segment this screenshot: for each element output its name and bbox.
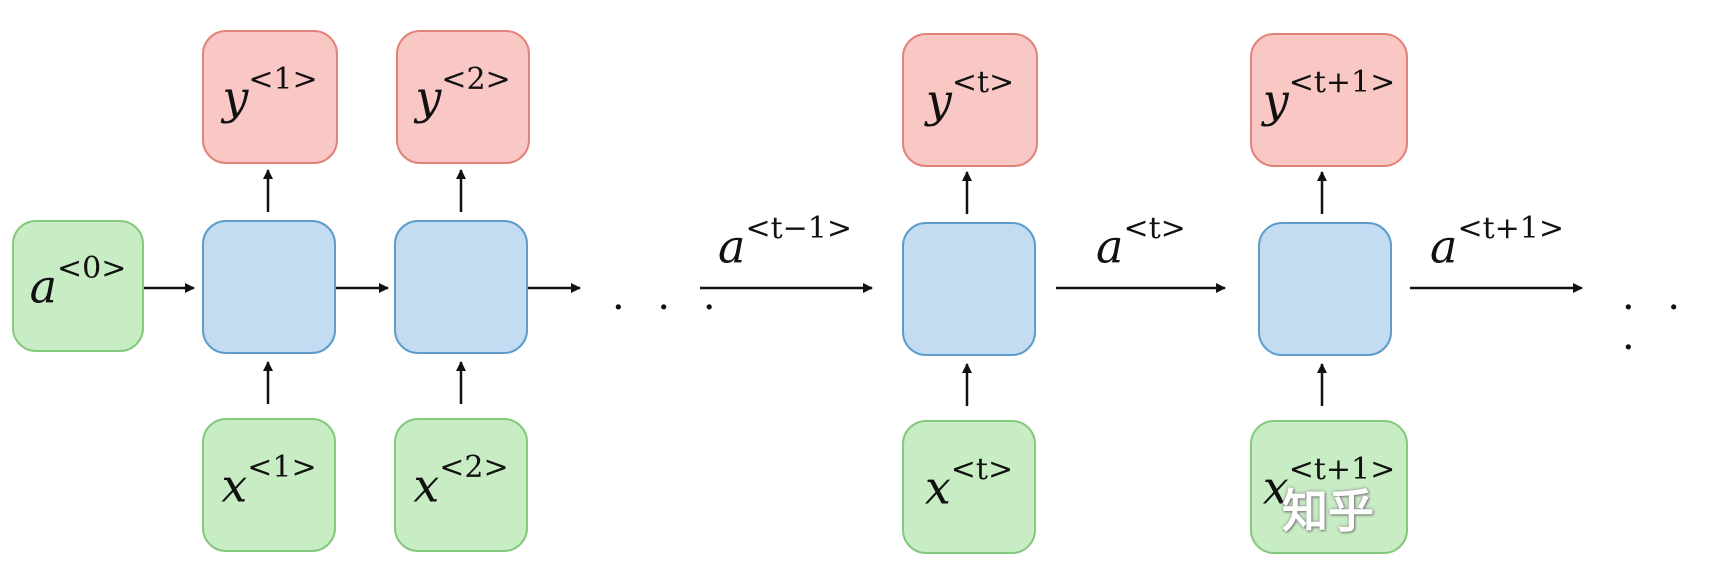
input-box-1: x<1> (202, 418, 336, 552)
input-label-1: x<1> (221, 450, 317, 513)
output-box-t: y<t> (902, 33, 1038, 167)
output-box-2: y<2> (396, 30, 530, 164)
activation-label-t-minus-1: a<t−1> (718, 211, 852, 274)
output-label-t: y<t> (925, 65, 1015, 128)
initial-activation-box: a<0> (12, 220, 144, 352)
input-box-2: x<2> (394, 418, 528, 552)
ellipsis-middle: · · · (612, 285, 726, 331)
output-label-t1: y<t+1> (1262, 65, 1396, 128)
rnn-cell-t1 (1258, 222, 1392, 356)
output-label-1: y<1> (222, 62, 318, 125)
rnn-cell-t (902, 222, 1036, 356)
ellipsis-end: · · · (1622, 285, 1691, 371)
input-label-2: x<2> (413, 450, 509, 513)
input-box-t1: x<t+1> (1250, 420, 1408, 554)
output-box-t1: y<t+1> (1250, 33, 1408, 167)
input-label-t: x<t> (924, 452, 1014, 515)
input-label-t1: x<t+1> (1262, 452, 1396, 515)
zhihu-watermark: 知乎 (1282, 484, 1374, 538)
input-box-t: x<t> (902, 420, 1036, 554)
output-label-2: y<2> (415, 62, 511, 125)
rnn-cell-1 (202, 220, 336, 354)
initial-activation-label: a<0> (29, 251, 127, 314)
activation-label-t-plus-1: a<t+1> (1430, 211, 1564, 274)
output-box-1: y<1> (202, 30, 338, 164)
rnn-cell-2 (394, 220, 528, 354)
activation-label-t: a<t> (1096, 211, 1186, 274)
